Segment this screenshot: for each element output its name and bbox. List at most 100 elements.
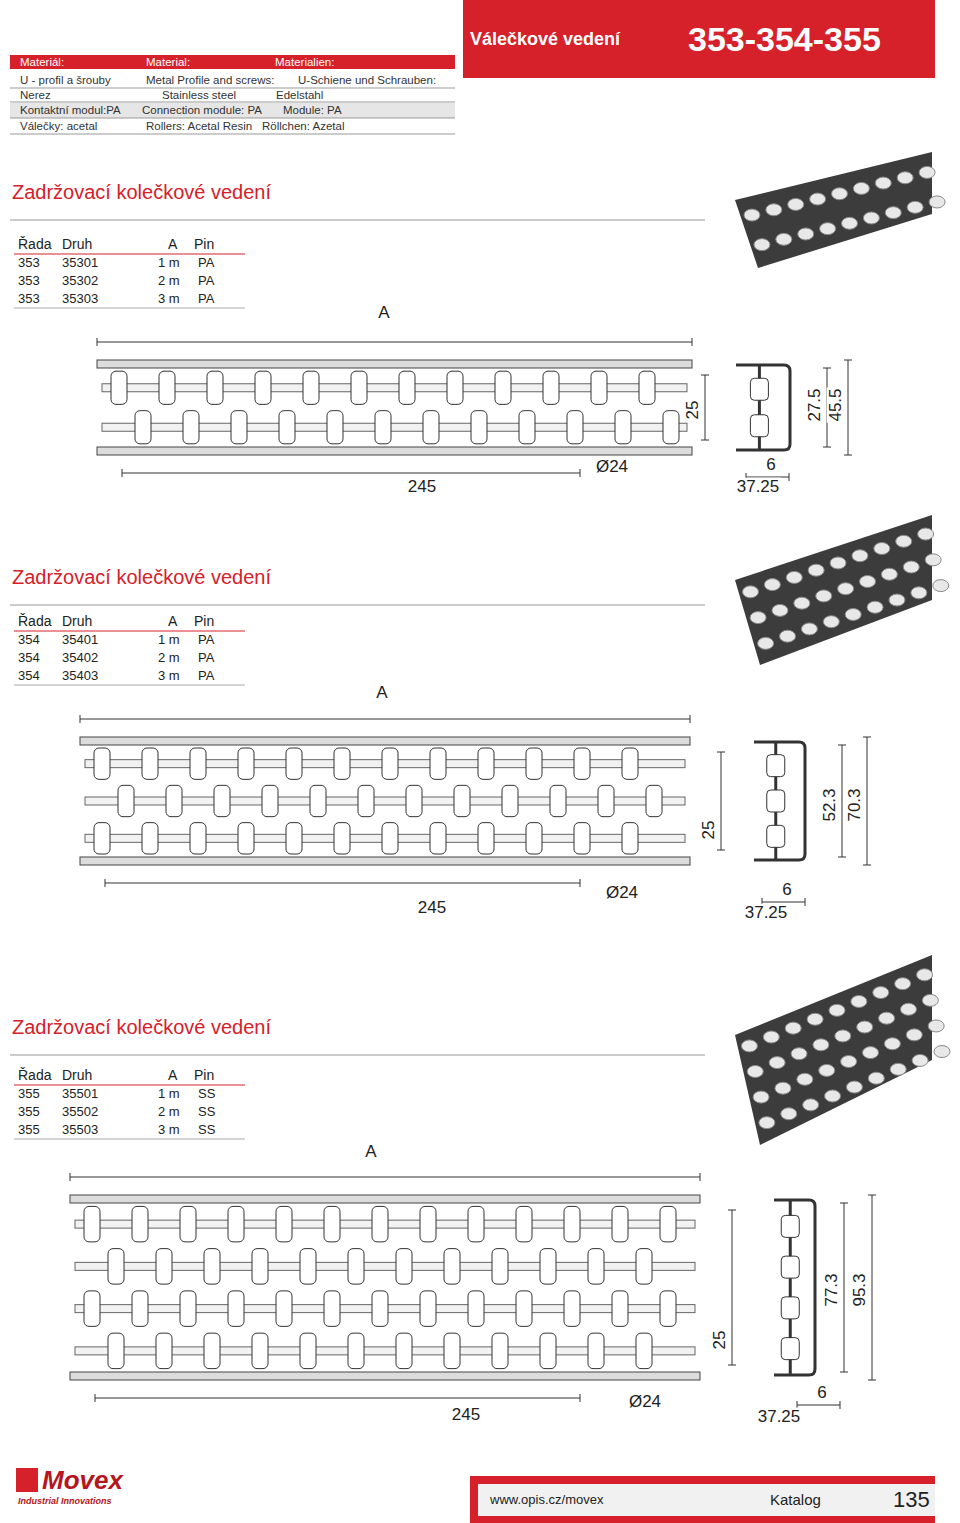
table-text: 353 xyxy=(18,256,40,270)
roller xyxy=(252,1249,268,1284)
photo-roller xyxy=(823,616,839,628)
material-text: Röllchen: Azetal xyxy=(262,120,344,133)
roller xyxy=(238,823,254,854)
dimension-tick xyxy=(580,879,581,887)
roller xyxy=(781,1338,799,1360)
material-text: Connection module: PA xyxy=(142,104,262,117)
table-text: PA xyxy=(198,274,214,288)
roller xyxy=(564,1206,580,1241)
table-text: 35501 xyxy=(62,1087,98,1101)
dimension-tick xyxy=(701,440,709,441)
roller xyxy=(430,823,446,854)
dimension-label: A xyxy=(375,684,388,703)
dimension-label: Ø24 xyxy=(595,458,629,477)
dimension-label: A xyxy=(364,1143,377,1162)
photo-roller xyxy=(934,1046,950,1058)
u-profile xyxy=(70,1372,700,1380)
photo-roller xyxy=(798,228,814,240)
photo-roller xyxy=(857,1021,873,1033)
table-text: PA xyxy=(198,633,214,647)
track-photo xyxy=(735,152,932,268)
roller xyxy=(351,371,367,404)
roller xyxy=(372,1206,388,1241)
roller xyxy=(207,371,223,404)
roller xyxy=(495,371,511,404)
dimension-line xyxy=(762,902,805,903)
photo-roller xyxy=(889,594,905,606)
table-text: Řada xyxy=(18,614,51,629)
dimension-tick xyxy=(70,1173,71,1181)
dimension-label: 27.5 xyxy=(806,387,825,422)
roller xyxy=(444,1249,460,1284)
table-text: 35402 xyxy=(62,651,98,665)
footer-panel xyxy=(478,1484,935,1516)
photo-roller xyxy=(775,1082,791,1094)
table-rule xyxy=(14,308,245,309)
heading-rule xyxy=(10,219,705,221)
photo-roller xyxy=(863,1047,879,1059)
roller xyxy=(84,1206,100,1241)
table-text: PA xyxy=(198,651,214,665)
page-art xyxy=(10,0,950,1523)
footer-bar xyxy=(470,1476,935,1523)
roller xyxy=(286,823,302,854)
photo-roller xyxy=(742,586,758,598)
table-text: SS xyxy=(198,1105,215,1119)
table-text: 355 xyxy=(18,1087,40,1101)
dimension-tick xyxy=(97,338,98,346)
roller xyxy=(588,1333,604,1368)
photo-roller xyxy=(750,612,766,624)
photo-roller xyxy=(769,1057,785,1069)
table-text: 3 m xyxy=(158,292,180,306)
photo-roller xyxy=(845,608,861,620)
roller xyxy=(622,823,638,854)
roller xyxy=(180,1206,196,1241)
table-rule xyxy=(14,1085,245,1086)
photo-roller xyxy=(842,217,858,229)
roller xyxy=(526,748,542,779)
dimension-line xyxy=(844,1203,845,1372)
track-photo xyxy=(735,515,932,665)
dimension-tick xyxy=(122,469,123,477)
roller xyxy=(516,1291,532,1326)
table-text: 3 m xyxy=(158,1123,180,1137)
roller xyxy=(156,1333,172,1368)
table-text: 35302 xyxy=(62,274,98,288)
roller xyxy=(660,1206,676,1241)
table-text: 35401 xyxy=(62,633,98,647)
page-title: Válečkové vedení xyxy=(470,30,620,50)
material-text: Nerez xyxy=(20,89,51,102)
dimension-line xyxy=(97,342,692,343)
table-text: 2 m xyxy=(158,651,180,665)
photo-roller xyxy=(803,1099,819,1111)
material-text: U - profil a šrouby xyxy=(20,74,111,87)
table-text: Druh xyxy=(62,237,92,252)
photo-roller xyxy=(820,223,836,235)
u-profile xyxy=(70,1195,700,1203)
roller xyxy=(492,1249,508,1284)
dimension-label: 37.25 xyxy=(757,1408,802,1427)
u-profile xyxy=(80,857,690,865)
roller xyxy=(132,1291,148,1326)
photo-roller xyxy=(853,182,869,194)
table-text: 355 xyxy=(18,1105,40,1119)
table-text: 35502 xyxy=(62,1105,98,1119)
roller xyxy=(204,1333,220,1368)
roller xyxy=(468,1291,484,1326)
roller xyxy=(324,1291,340,1326)
roller xyxy=(118,785,134,816)
photo-roller xyxy=(868,1072,884,1084)
photo-roller xyxy=(879,1012,895,1024)
table-text: Pin xyxy=(194,614,214,629)
photo-roller xyxy=(829,1004,845,1016)
photo-roller xyxy=(825,1090,841,1102)
roller xyxy=(310,785,326,816)
roller xyxy=(591,371,607,404)
roller xyxy=(660,1291,676,1326)
roller xyxy=(622,748,638,779)
roller xyxy=(358,785,374,816)
roller xyxy=(303,371,319,404)
footer-text: 135 xyxy=(893,1488,930,1512)
roller xyxy=(84,1291,100,1326)
